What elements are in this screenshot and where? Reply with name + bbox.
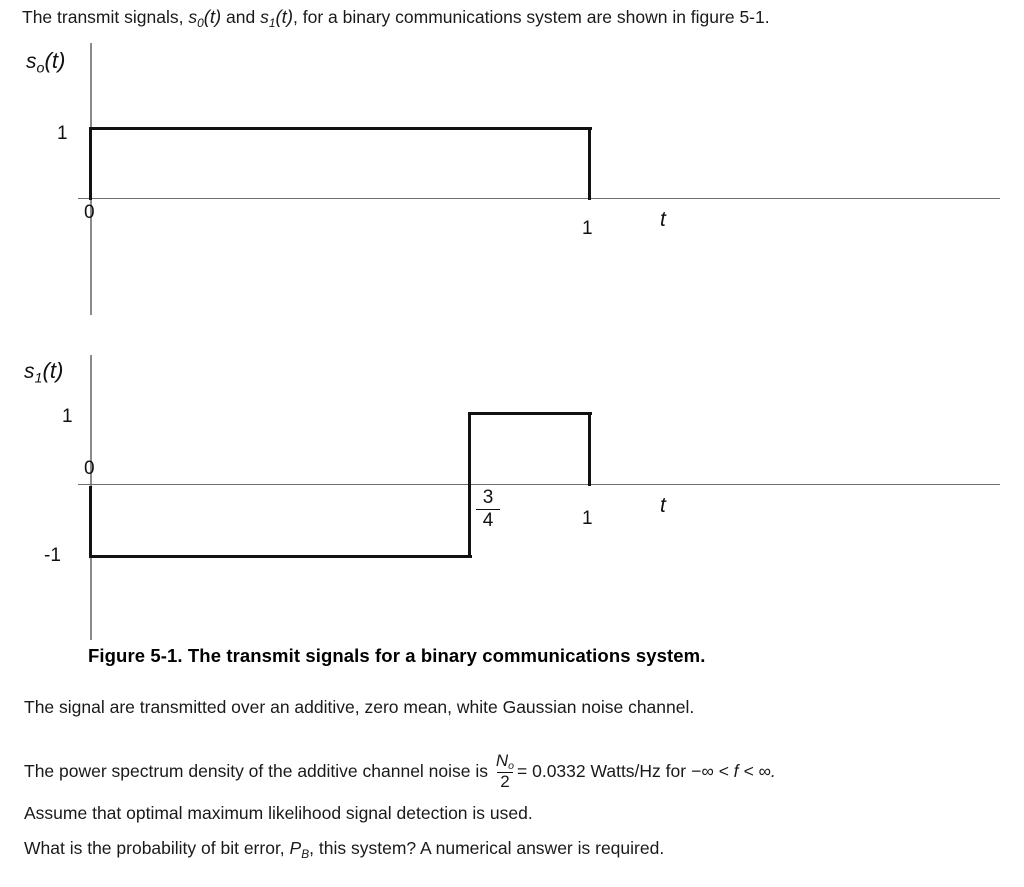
s0-rising-edge xyxy=(89,127,93,200)
s1-falling-edge-origin xyxy=(89,486,93,558)
chart-s0: so(t) 1 0 1 t xyxy=(0,0,1024,330)
noise-psd-value: = 0.0332 Watts/Hz for xyxy=(517,760,691,781)
psd-numerator-base: N xyxy=(495,751,509,770)
symbol-s0-base: s xyxy=(188,7,198,27)
s0-origin-label: 0 xyxy=(84,202,95,223)
psd-numerator: No xyxy=(496,752,514,772)
s1-label-subscript: 1 xyxy=(34,370,43,387)
symbol-s0-argument: (t) xyxy=(203,6,222,27)
s0-x-axis xyxy=(78,198,1000,200)
s1-ytick-1: 1 xyxy=(62,406,73,427)
symbol-pb-subscript: B xyxy=(301,846,310,861)
body-line-3: Assume that optimal maximum likelihood s… xyxy=(24,803,533,823)
fraction-denominator: 4 xyxy=(482,509,494,531)
s0-label-subscript: o xyxy=(36,60,45,77)
chart-s1: s1(t) 1 -1 0 3 4 1 t xyxy=(24,355,1000,640)
symbol-s1-base: s xyxy=(260,7,269,27)
s1-xtick-1: 1 xyxy=(582,508,593,529)
psd-denominator: 2 xyxy=(500,771,510,791)
s1-plateau-high xyxy=(468,412,592,416)
psd-numerator-subscript: o xyxy=(508,760,515,773)
s0-label-base: s xyxy=(26,50,37,73)
s1-x-axis xyxy=(78,484,1000,486)
symbol-s1-subscript: 1 xyxy=(268,15,276,30)
s1-rising-edge xyxy=(468,412,472,558)
s0-falling-edge xyxy=(588,127,592,200)
intro-text-part2: and xyxy=(221,7,261,27)
s0-plateau-high xyxy=(89,127,592,131)
s1-label-base: s xyxy=(24,360,35,383)
s1-falling-edge-end xyxy=(588,412,592,486)
s1-y-axis-label: s1(t) xyxy=(24,358,63,387)
body-line-4: What is the probability of bit error, PB… xyxy=(24,838,664,862)
s1-x-axis-label: t xyxy=(660,494,666,517)
intro-text-part1: The transmit signals, xyxy=(22,7,189,27)
question-text-part1: What is the probability of bit error, xyxy=(24,838,290,858)
symbol-s0-subscript: 0 xyxy=(197,15,204,30)
question-text-part2: , this system? A numerical answer is req… xyxy=(309,838,665,858)
body-line-1: The signal are transmitted over an addit… xyxy=(24,697,695,717)
s0-y-axis-label: so(t) xyxy=(26,48,65,77)
intro-text-part3: , for a binary communications system are… xyxy=(293,7,770,27)
noise-psd-fraction: No 2 xyxy=(496,752,514,790)
noise-psd-text: The power spectrum density of the additi… xyxy=(24,760,493,781)
fraction-numerator: 3 xyxy=(482,487,494,508)
intro-paragraph: The transmit signals, s0(t) and s1(t), f… xyxy=(22,5,770,31)
s0-xtick-1: 1 xyxy=(582,218,593,239)
frequency-range: −∞ < f < ∞. xyxy=(690,760,776,781)
symbol-pb-base: P xyxy=(289,838,302,858)
body-line-2: The power spectrum density of the additi… xyxy=(24,752,776,791)
figure-caption: Figure 5-1. The transmit signals for a b… xyxy=(88,645,706,666)
symbol-s1-argument: (t) xyxy=(275,6,294,27)
s0-x-axis-label: t xyxy=(660,208,666,231)
s1-xtick-three-quarters: 3 4 xyxy=(476,488,500,531)
s1-label-argument: (t) xyxy=(42,358,64,383)
s1-ytick-neg1: -1 xyxy=(44,545,61,566)
s1-origin-label: 0 xyxy=(84,458,95,479)
s0-ytick-1: 1 xyxy=(57,123,68,144)
s0-label-argument: (t) xyxy=(44,48,66,73)
fraction-bar xyxy=(476,508,500,510)
psd-fraction-bar xyxy=(496,771,514,773)
s1-plateau-low xyxy=(89,555,472,559)
